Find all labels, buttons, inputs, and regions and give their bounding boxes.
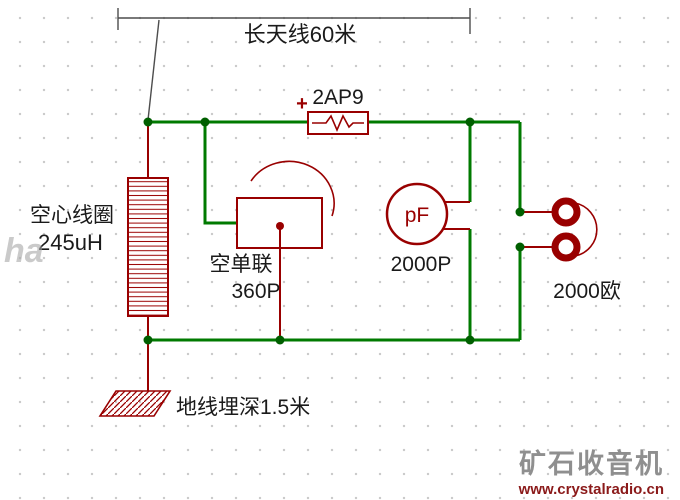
earphone-top-capsule <box>551 197 581 227</box>
ground-label: 地线埋深1.5米 <box>176 396 310 419</box>
junction-dot <box>143 335 153 345</box>
antenna-symbol <box>117 8 471 121</box>
fixed-cap-body <box>385 182 449 246</box>
earphone-leads <box>520 211 553 248</box>
junction-dot <box>200 117 210 127</box>
tuning-cap-symbol <box>236 160 335 340</box>
antenna-label: 长天线60米 <box>244 22 356 47</box>
diode-label: 2AP9 <box>312 86 363 109</box>
junction-dot <box>465 335 475 345</box>
coil-symbol <box>127 122 169 340</box>
earphone-headband-arc <box>574 202 598 257</box>
coil-value-label: 245uH <box>38 230 103 255</box>
diode-whisker <box>312 114 364 133</box>
site-url-watermark: www.crystalradio.cn <box>518 481 664 498</box>
tuning-cap-value-label: 360P <box>231 280 280 303</box>
site-watermark: 矿石收音机 <box>519 448 664 479</box>
junction-dot <box>465 117 475 127</box>
tuning-cap-branch-wire <box>203 122 237 225</box>
antenna-leadin <box>147 19 160 121</box>
diode-symbol <box>307 111 369 135</box>
ground-symbol <box>98 340 172 417</box>
junction-dot <box>515 207 525 217</box>
coil-body <box>127 177 169 317</box>
diode-plus-sign: + <box>296 93 308 115</box>
fixed-cap-leads <box>443 201 470 230</box>
fixed-cap-symbol <box>385 182 470 246</box>
fixed-cap-symbol-text: pF <box>405 204 430 227</box>
site-watermark-highlight: 矿石收音机 <box>520 449 665 480</box>
tuning-cap-rotor-arc <box>250 160 335 217</box>
junction-dots <box>143 117 525 345</box>
left-watermark: ha <box>4 232 44 270</box>
earphone-symbol <box>520 197 598 262</box>
earphone-value-label: 2000欧 <box>553 280 621 303</box>
diode-body <box>307 111 369 135</box>
tuning-cap-name-label: 空单联 <box>210 253 273 276</box>
ground-plate <box>98 390 172 417</box>
junction-dot <box>275 335 285 345</box>
junction-dot <box>143 117 153 127</box>
junction-dot <box>515 242 525 252</box>
fixed-cap-value-label: 2000P <box>391 253 452 276</box>
coil-name-label: 空心线圈 <box>30 204 114 227</box>
earphone-bottom-capsule <box>551 232 581 262</box>
wiring <box>148 120 522 342</box>
